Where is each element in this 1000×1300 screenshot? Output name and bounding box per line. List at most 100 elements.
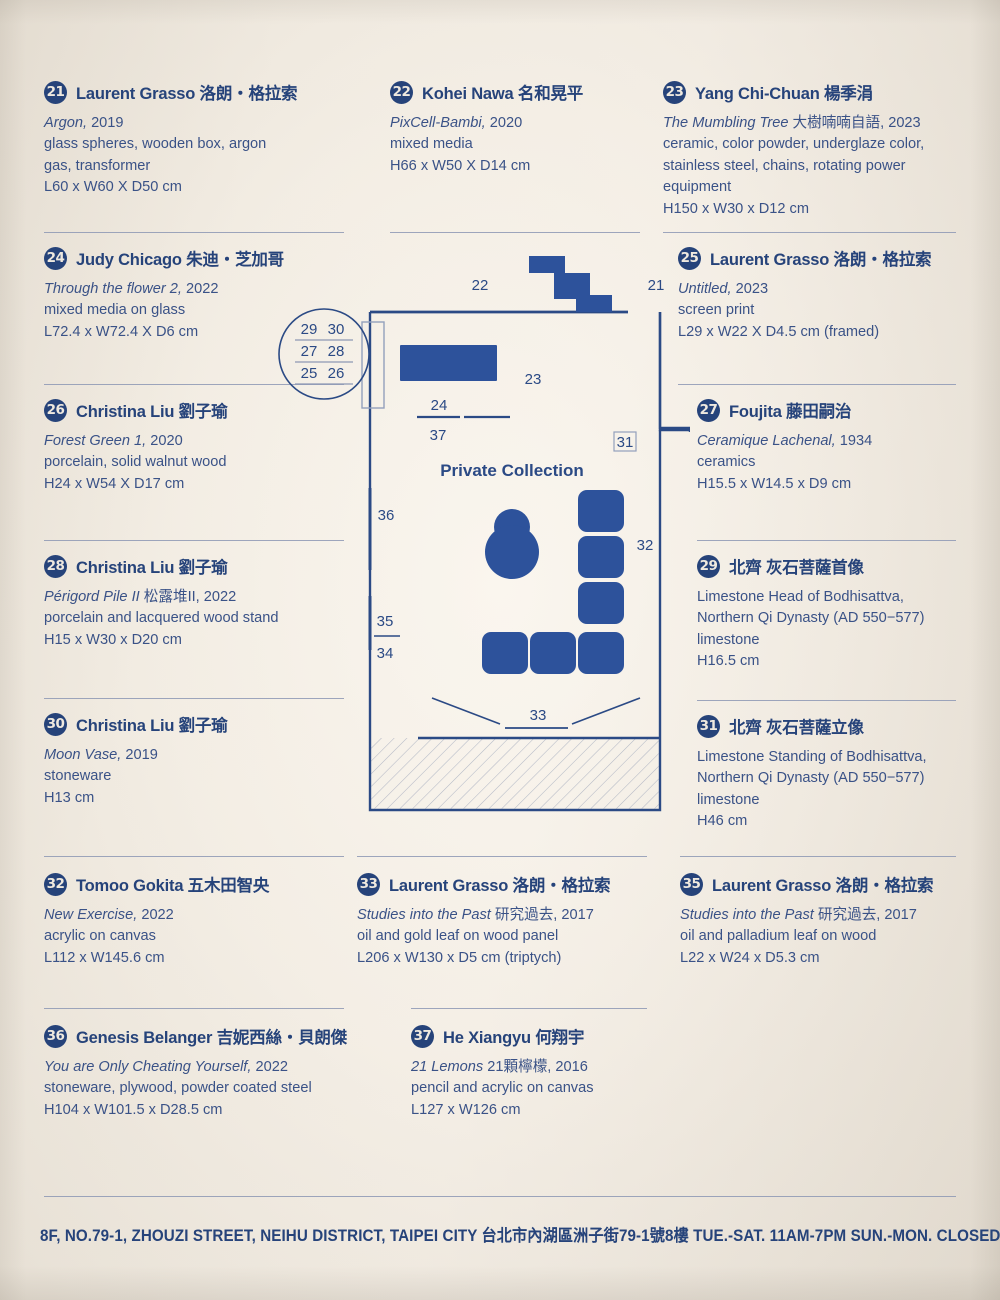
- entry-number-badge: 26: [44, 398, 67, 422]
- artwork-title-cjk: 大樹喃喃自語,: [792, 115, 885, 131]
- artist-name: Laurent Grasso 洛朗・格拉索: [389, 877, 611, 895]
- artwork-year: 2022: [141, 907, 174, 923]
- artwork-detail-line: stoneware, plywood, powder coated steel: [44, 1080, 312, 1097]
- floorplan-label-34: 34: [377, 645, 394, 662]
- section-divider: [44, 1008, 344, 1009]
- artwork-detail-line: Northern Qi Dynasty (AD 550−577): [697, 770, 925, 787]
- artwork-year: 2022: [185, 281, 219, 297]
- artist-name: Yang Chi-Chuan 楊季涓: [695, 85, 873, 103]
- entry-number-badge: 25: [678, 246, 701, 270]
- entry-header: 23 Yang Chi-Chuan 楊季涓: [663, 80, 924, 104]
- section-divider: [697, 540, 956, 541]
- artist-name: Genesis Belanger 吉妮西絲・貝朗傑: [76, 1029, 347, 1047]
- artwork-year: 2017: [884, 907, 917, 923]
- artwork-detail-line: glass spheres, wooden box, argon: [44, 136, 267, 153]
- artwork-title-cjk: 21顆檸檬,: [487, 1059, 552, 1075]
- artist-name: 北齊 灰石菩薩首像: [729, 559, 864, 577]
- artwork-details: Limestone Head of Bodhisattva,Northern Q…: [697, 587, 925, 673]
- section-divider: [680, 856, 956, 857]
- artwork-detail-line: ceramics: [697, 454, 756, 471]
- artwork-detail-line: H46 cm: [697, 813, 748, 830]
- artwork-detail-line: equipment: [663, 179, 732, 196]
- furniture-armchair-seat: [485, 525, 539, 579]
- floorplan-label-24: 24: [431, 397, 448, 414]
- artist-name: Judy Chicago 朱迪・芝加哥: [76, 251, 284, 269]
- artwork-detail-line: ceramic, color powder, underglaze color,: [663, 136, 925, 153]
- floorplan-label-21: 21: [648, 277, 665, 294]
- artwork-detail-line: limestone: [697, 631, 760, 648]
- artwork-detail-line: limestone: [697, 791, 760, 808]
- section-divider: [678, 384, 956, 385]
- artwork-title-line: Studies into the Past 研究過去, 2017: [357, 905, 610, 926]
- artwork-detail-line: gas, transformer: [44, 157, 151, 174]
- section-divider: [390, 232, 640, 233]
- artist-name: Christina Liu 劉子瑜: [76, 559, 228, 577]
- entry-number-badge: 33: [357, 872, 380, 896]
- artwork-year: 2020: [489, 115, 523, 131]
- entry-number-badge: 31: [697, 714, 720, 738]
- artwork-title-cjk: 研究過去,: [817, 907, 881, 923]
- artwork-entry-33: 33 Laurent Grasso 洛朗・格拉索 Studies into the …: [357, 872, 611, 969]
- inset-circle-outline: [278, 308, 370, 400]
- artwork-block-24: [400, 345, 497, 381]
- artwork-detail-line: stainless steel, chains, rotating power: [663, 157, 906, 174]
- artwork-details: Forest Green 1, 2020 porcelain, solid wal…: [44, 431, 228, 495]
- section-divider: [44, 1196, 956, 1197]
- artwork-detail-line: screen print: [678, 302, 755, 319]
- section-divider: [44, 856, 344, 857]
- furniture-seat-1: [578, 490, 624, 532]
- artwork-detail-line: mixed media on glass: [44, 302, 186, 319]
- artwork-title-line: PixCell-Bambi, 2020: [390, 113, 583, 134]
- artwork-title: Studies into the Past: [680, 907, 814, 923]
- inset-shelf-label: 27: [301, 343, 318, 360]
- artwork-detail-line: porcelain, solid walnut wood: [44, 454, 227, 471]
- artwork-title-line: Through the flower 2, 2022: [44, 279, 284, 300]
- section-divider: [44, 232, 344, 233]
- artwork-detail-line: mixed media: [390, 136, 473, 153]
- artwork-detail-line: H66 x W50 X D14 cm: [390, 157, 531, 174]
- artwork-detail-line: oil and gold leaf on wood panel: [357, 928, 559, 945]
- artwork-title-line: You are Only Cheating Yourself, 2022: [44, 1057, 347, 1078]
- artwork-title: PixCell-Bambi,: [390, 115, 486, 131]
- furniture-seat-2: [578, 536, 624, 578]
- artwork-detail-line: L127 x W126 cm: [411, 1101, 521, 1118]
- artist-name: Christina Liu 劉子瑜: [76, 717, 228, 735]
- entry-header: 25 Laurent Grasso 洛朗・格拉索: [678, 246, 932, 270]
- artwork-title: New Exercise,: [44, 907, 138, 923]
- entry-number-badge: 23: [663, 80, 686, 104]
- artwork-title-line: Forest Green 1, 2020: [44, 431, 228, 452]
- artwork-detail-line: H16.5 cm: [697, 653, 760, 670]
- artist-name: Laurent Grasso 洛朗・格拉索: [76, 85, 298, 103]
- artwork-title-line: Moon Vase, 2019: [44, 745, 228, 766]
- artwork-title: Through the flower 2,: [44, 281, 182, 297]
- artwork-detail-line: Limestone Standing of Bodhisattva,: [697, 749, 927, 765]
- artwork-detail-line: L72.4 x W72.4 X D6 cm: [44, 323, 199, 340]
- artwork-details: You are Only Cheating Yourself, 2022 ston…: [44, 1057, 347, 1121]
- artwork-year: 2016: [555, 1059, 588, 1075]
- artwork-title: Untitled,: [678, 281, 732, 297]
- inset-shelf-label: 29: [301, 321, 318, 338]
- artwork-detail-line: L112 x W145.6 cm: [44, 949, 165, 966]
- artwork-detail-line: H104 x W101.5 x D28.5 cm: [44, 1101, 223, 1118]
- inset-shelf-label: 25: [301, 365, 318, 382]
- artist-name: Laurent Grasso 洛朗・格拉索: [710, 251, 932, 269]
- artwork-year: 2017: [561, 907, 594, 923]
- floorplan-label-32: 32: [637, 537, 654, 554]
